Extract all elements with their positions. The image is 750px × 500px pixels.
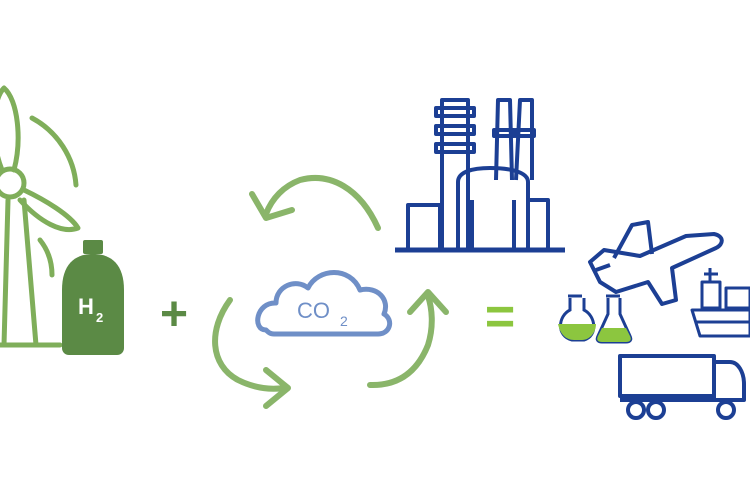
airplane-icon — [588, 220, 724, 306]
wind-turbine-icon — [0, 85, 81, 348]
truck-icon — [618, 354, 746, 420]
hydrogen-subscript: 2 — [96, 310, 103, 325]
recycle-arrows-icon — [212, 175, 449, 409]
hydrogen-symbol: H — [78, 294, 94, 319]
ship-icon — [690, 268, 750, 338]
equals-sign: = — [485, 288, 515, 346]
co2-cloud-icon: CO 2 — [255, 270, 393, 337]
plus-sign: + — [160, 288, 188, 341]
hydrogen-tank-icon: H 2 — [62, 240, 124, 355]
co2-subscript: 2 — [340, 313, 348, 329]
factory-icon — [395, 98, 565, 253]
co2-symbol: CO — [297, 298, 330, 323]
flask-icon — [558, 294, 633, 344]
